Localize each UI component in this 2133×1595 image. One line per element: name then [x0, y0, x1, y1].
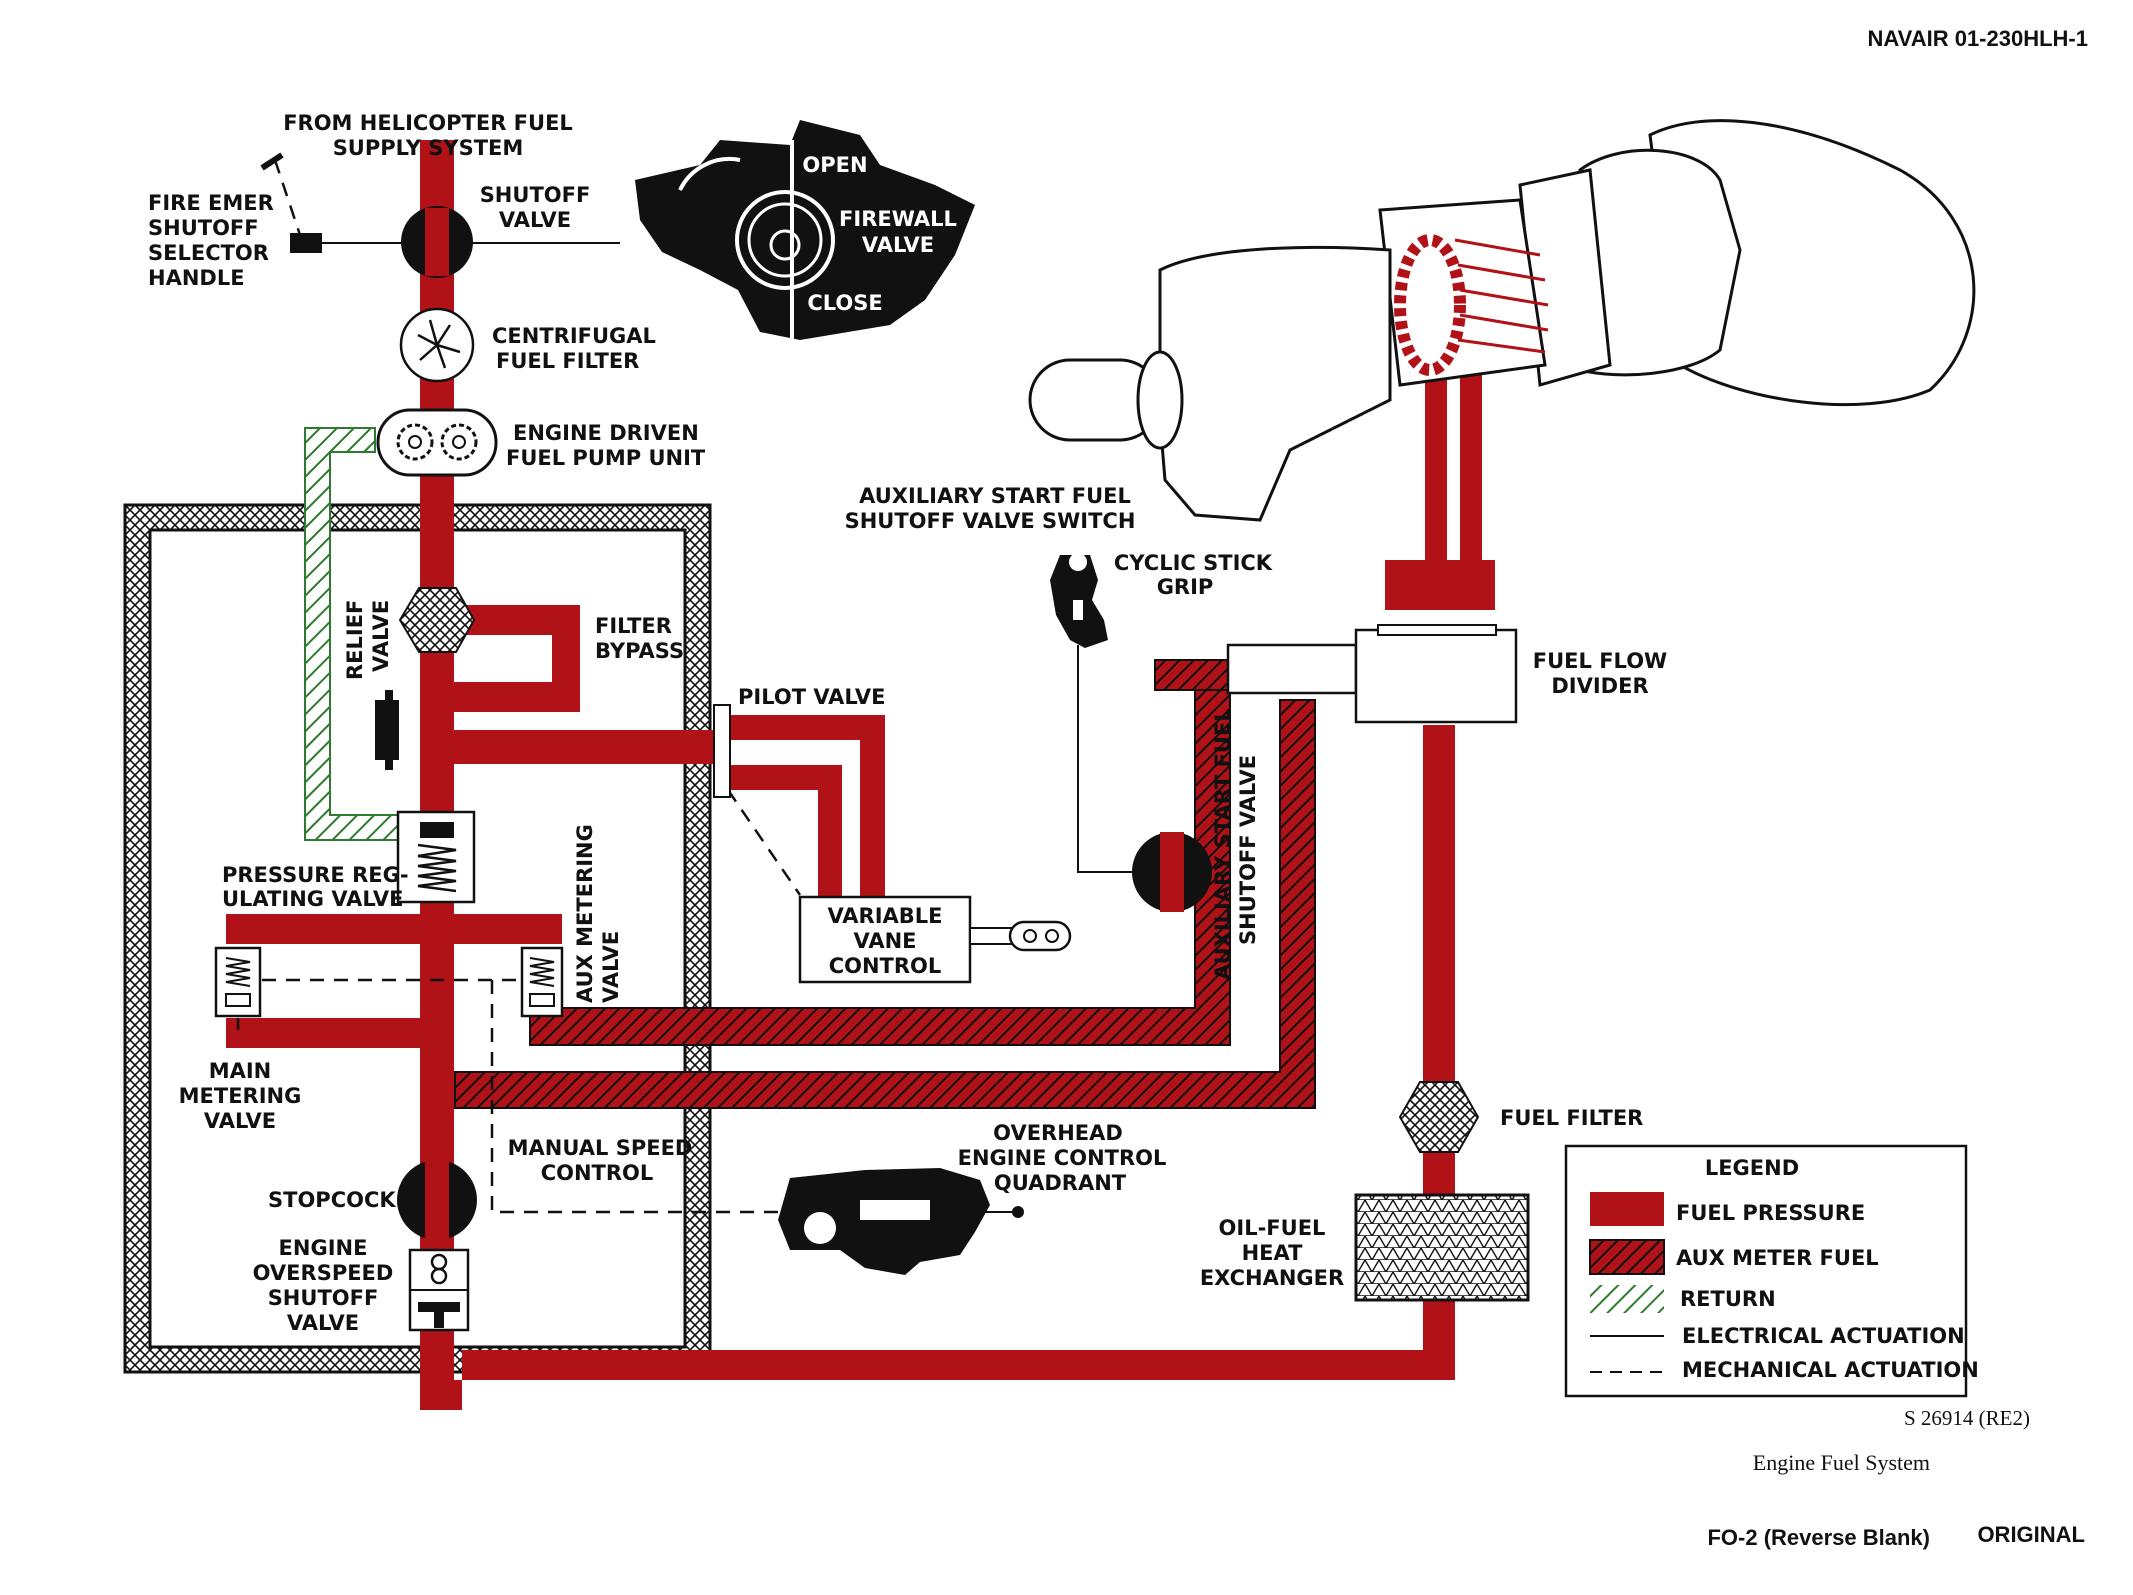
mechanical-linkages [236, 159, 802, 1214]
label-grip-2: GRIP [1157, 575, 1214, 599]
label-prv-1: PRESSURE REG- [222, 863, 409, 887]
label-fw-name-2: VALVE [862, 233, 934, 257]
label-stopcock: STOPCOCK [268, 1188, 396, 1212]
label-cf-1: CENTRIFUGAL [492, 324, 656, 348]
return-line [304, 427, 401, 841]
legend-box [1564, 1144, 1968, 1398]
label-relief-2: VALVE [369, 600, 393, 672]
legend-electrical: ELECTRICAL ACTUATION [1682, 1324, 1965, 1348]
oil-fuel-heat-exchanger [1354, 1193, 1530, 1302]
centrifugal-filter [399, 307, 475, 383]
legend-fuel-pressure: FUEL PRESSURE [1676, 1201, 1865, 1225]
label-fw-open: OPEN [802, 153, 867, 177]
label-fire-3: SELECTOR [148, 241, 269, 265]
label-shutoff-2: VALVE [499, 208, 571, 232]
engine-outline [1028, 119, 1976, 522]
fire-emer-handle [260, 152, 322, 253]
label-vvc-2: VANE [854, 929, 917, 953]
figure-ref: S 26914 (RE2) [1904, 1406, 2030, 1430]
label-hx-2: HEAT [1242, 1241, 1304, 1265]
figure-caption: Engine Fuel System [1753, 1450, 1930, 1475]
fuel-pump-unit [376, 408, 498, 477]
label-grip-1: CYCLIC STICK [1114, 551, 1273, 575]
label-msc-2: CONTROL [541, 1161, 654, 1185]
label-prv-2: ULATING VALVE [222, 887, 403, 911]
label-aux-sw-1: AUXILIARY START FUEL [859, 484, 1131, 508]
label-pump-2: FUEL PUMP UNIT [506, 446, 706, 470]
label-os-2: OVERSPEED [253, 1261, 394, 1285]
label-divider-1: FUEL FLOW [1533, 649, 1667, 673]
label-supply-1: FROM HELICOPTER FUEL [283, 111, 573, 135]
label-shutoff-1: SHUTOFF [480, 183, 591, 207]
doc-id: NAVAIR 01-230HLH-1 [1868, 26, 2088, 51]
label-hx-1: OIL-FUEL [1219, 1216, 1326, 1240]
label-fire-4: HANDLE [148, 266, 245, 290]
label-aux-valve-2: SHUTOFF VALVE [1236, 755, 1260, 945]
right-fuel-filter [1398, 1081, 1480, 1153]
label-aux-meter-2: VALVE [599, 931, 623, 1003]
legend-return: RETURN [1680, 1287, 1776, 1311]
label-msc-1: MANUAL SPEED [508, 1136, 693, 1160]
label-fw-close: CLOSE [807, 291, 882, 315]
legend-mechanical: MECHANICAL ACTUATION [1682, 1358, 1979, 1382]
aux-metering-valve [520, 946, 564, 1018]
firewall-valve-panel [635, 120, 975, 340]
diagram-labels: NAVAIR 01-230HLH-1 FROM HELICOPTER FUEL … [148, 26, 2088, 1550]
label-bypass-2: BYPASS [595, 639, 684, 663]
label-relief-1: RELIEF [343, 600, 367, 680]
label-supply-2: SUPPLY SYSTEM [333, 136, 524, 160]
page-ref: FO-2 (Reverse Blank) [1707, 1525, 1930, 1550]
label-divider-2: DIVIDER [1551, 674, 1648, 698]
label-aux-sw-2: SHUTOFF VALVE SWITCH [845, 509, 1136, 533]
label-os-4: VALVE [287, 1311, 359, 1335]
status-text: ORIGINAL [1977, 1522, 2085, 1547]
legend-aux-meter-fuel: AUX METER FUEL [1676, 1246, 1879, 1270]
main-fuel-filter-hex [398, 587, 476, 653]
label-vvc-3: CONTROL [829, 954, 942, 978]
label-ohq-2: ENGINE CONTROL [958, 1146, 1167, 1170]
aux-start-shutoff-valve [1132, 832, 1212, 912]
cyclic-stick-grip [1050, 553, 1108, 648]
overhead-quadrant [778, 1168, 1024, 1275]
burner-ring [1394, 234, 1549, 376]
shutoff-valve [401, 206, 473, 278]
relief-valve [375, 690, 399, 770]
label-pilot: PILOT VALVE [738, 685, 886, 709]
label-bypass-1: FILTER [595, 614, 672, 638]
label-filter: FUEL FILTER [1500, 1106, 1643, 1130]
stopcock [397, 1160, 477, 1240]
pressure-regulating-valve [396, 810, 476, 904]
label-cf-2: FUEL FILTER [496, 349, 639, 373]
label-aux-meter-1: AUX METERING [573, 824, 597, 1003]
label-mmv-3: VALVE [204, 1109, 276, 1133]
label-os-3: SHUTOFF [268, 1286, 379, 1310]
label-fw-name-1: FIREWALL [839, 207, 957, 231]
main-metering-valve [214, 946, 262, 1018]
pilot-valve [713, 704, 731, 798]
label-mmv-1: MAIN [209, 1059, 272, 1083]
label-fire-2: SHUTOFF [148, 216, 259, 240]
label-pump-1: ENGINE DRIVEN [513, 421, 699, 445]
label-os-1: ENGINE [279, 1236, 368, 1260]
label-hx-3: EXCHANGER [1200, 1266, 1344, 1290]
variable-vane-control [798, 895, 1072, 984]
legend-title: LEGEND [1705, 1156, 1799, 1180]
label-ohq-3: QUADRANT [994, 1171, 1127, 1195]
label-mmv-2: METERING [179, 1084, 302, 1108]
fuel-flow-divider [1226, 624, 1518, 724]
label-fire-1: FIRE EMER [148, 191, 274, 215]
label-ohq-1: OVERHEAD [993, 1121, 1123, 1145]
label-vvc-1: VARIABLE [827, 904, 942, 928]
overspeed-shutoff-valve [408, 1248, 470, 1332]
label-aux-valve-1: AUXILIARY START FUEL [1211, 708, 1235, 980]
